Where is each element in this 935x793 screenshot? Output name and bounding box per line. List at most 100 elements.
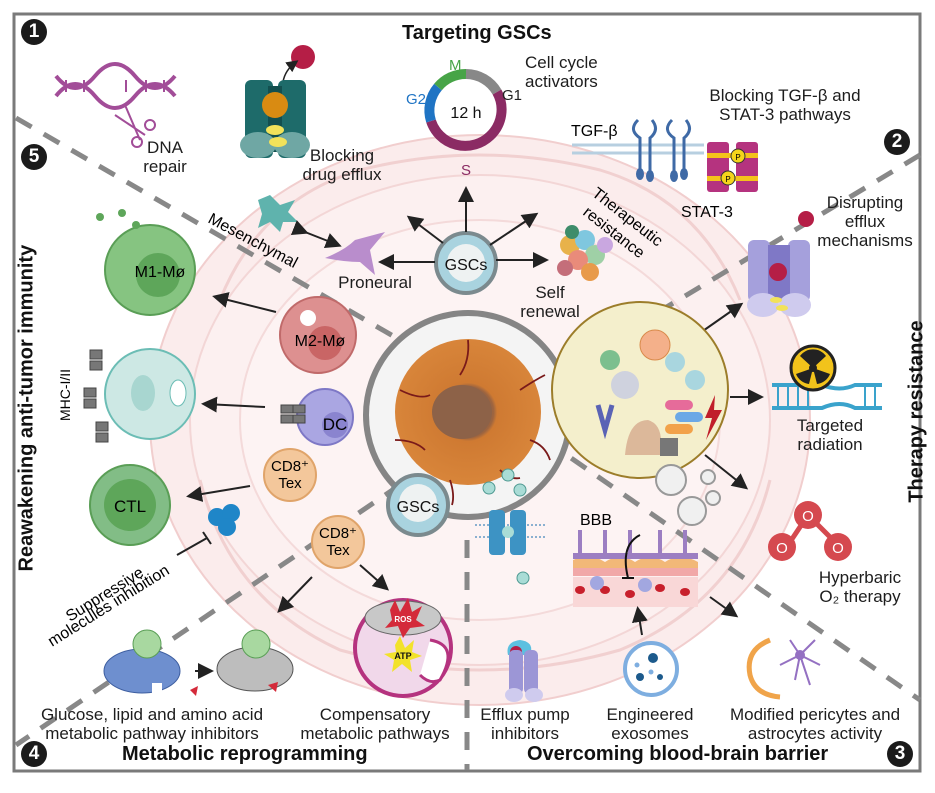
targeted-radiation-icon bbox=[772, 344, 882, 410]
dna-repair-line1: DNA bbox=[147, 138, 183, 157]
m2-macrophage-cell bbox=[279, 296, 357, 374]
nanoparticle-vesicles-icon bbox=[655, 464, 721, 526]
mesenchymal-proneural-arrow bbox=[290, 220, 342, 249]
mhc-antigen-presenting-cell bbox=[83, 348, 196, 443]
metabolic-inhibitors-label: Glucose, lipid and amino acid metabolic … bbox=[22, 705, 282, 743]
bbb-diagram bbox=[573, 530, 698, 607]
tex-upper-label: Tex bbox=[278, 475, 302, 492]
mhc-label: MHC-I/II bbox=[57, 369, 73, 421]
dna-repair-line2: repair bbox=[143, 157, 187, 176]
gscs-arrows bbox=[378, 186, 549, 270]
blocking-drug-efflux-line2: drug efflux bbox=[302, 165, 382, 184]
dna-repair-label: DNA repair bbox=[130, 138, 200, 176]
section-number-2: 2 bbox=[884, 129, 910, 155]
o-atom-2: O bbox=[776, 540, 788, 557]
oxygen-molecule-icon bbox=[768, 501, 852, 561]
o-atom-3: O bbox=[832, 540, 844, 557]
bbb-label: BBB bbox=[580, 512, 612, 529]
drug-efflux-pump-icon bbox=[240, 45, 315, 158]
disrupting-efflux-label: Disrupting efflux mechanisms bbox=[810, 193, 920, 250]
efflux-pump-line2: inhibitors bbox=[490, 724, 560, 743]
mito-atp-label: ATP bbox=[394, 651, 411, 661]
section-number-3: 3 bbox=[887, 741, 913, 767]
pericytes-line2: astrocytes activity bbox=[747, 724, 883, 743]
pericytes-line1: Modified pericytes and bbox=[729, 705, 901, 724]
phase-s: S bbox=[461, 162, 471, 179]
hyperbaric-line1: Hyperbaric bbox=[818, 568, 902, 587]
blocking-tgf-line1: Blocking TGF-β and bbox=[709, 86, 861, 105]
targeted-radiation-line2: radiation bbox=[797, 435, 863, 454]
blocking-tgf-stat3-label: Blocking TGF-β and STAT-3 pathways bbox=[700, 86, 870, 124]
enzyme-gray-icon bbox=[216, 629, 294, 692]
m2-label: M2-Mø bbox=[295, 333, 346, 350]
exosomes-line2: exosomes bbox=[611, 724, 689, 743]
arrow-cd8-to-metabolic-inhibitors bbox=[277, 576, 313, 613]
section-number-5: 5 bbox=[21, 144, 47, 170]
cd8-lower-label: CD8⁺ bbox=[319, 525, 357, 542]
phase-g2: G2 bbox=[406, 91, 426, 108]
therapy-options-circle bbox=[551, 301, 729, 479]
m1-macrophage-cell bbox=[96, 209, 196, 316]
section-number-4: 4 bbox=[21, 741, 47, 767]
tgf-beta-label: TGF-β bbox=[571, 123, 618, 140]
m1-label: M1-Mø bbox=[135, 264, 186, 281]
proneural-label: Proneural bbox=[338, 273, 412, 292]
disrupting-efflux-line2: efflux bbox=[844, 212, 886, 231]
ros-label: ROS bbox=[394, 615, 412, 624]
blocking-drug-efflux-line1: Blocking bbox=[309, 146, 375, 165]
metabolic-inhibitors-line1: Glucose, lipid and amino acid bbox=[40, 705, 264, 724]
ctl-cell bbox=[89, 464, 171, 546]
cell-cycle-line2: activators bbox=[525, 72, 598, 91]
targeted-radiation-line1: Targeted bbox=[796, 416, 864, 435]
scissors-icon bbox=[114, 104, 156, 148]
exosomes-line1: Engineered bbox=[606, 705, 694, 724]
purple-efflux-pump-icon bbox=[747, 211, 814, 317]
efflux-pump-inhibitors-label: Efflux pump inhibitors bbox=[475, 705, 575, 743]
tex-lower-label: Tex bbox=[326, 542, 350, 559]
gscs-cell-top bbox=[434, 231, 498, 295]
dc-label: DC bbox=[323, 415, 348, 434]
gscs-label-top: GSCs bbox=[445, 257, 488, 274]
stat3-p2: P bbox=[725, 175, 730, 184]
hyperbaric-label: Hyperbaric O₂ therapy bbox=[810, 568, 910, 606]
efflux-pump-inhibitor-icon bbox=[505, 650, 543, 702]
tgf-beta-receptor-icon bbox=[572, 118, 704, 182]
stat3-p1: P bbox=[735, 153, 740, 162]
cd8-tex-cell-upper bbox=[263, 448, 317, 502]
o-atom-1: O bbox=[802, 508, 814, 525]
modified-pericytes-label: Modified pericytes and astrocytes activi… bbox=[715, 705, 915, 743]
arrow-cd8-to-ctl bbox=[186, 485, 251, 502]
cd8-upper-label: CD8⁺ bbox=[271, 458, 309, 475]
engineered-exosome-icon bbox=[623, 641, 679, 697]
section-title-therapy-resistance: Therapy resistance bbox=[905, 320, 928, 503]
gscs-cell-lower bbox=[386, 473, 450, 537]
arrow-dc-to-apc bbox=[201, 396, 266, 413]
arrow-to-hyperbaric bbox=[704, 454, 749, 490]
self-renewal-line2: renewal bbox=[520, 302, 580, 321]
compensatory-line1: Compensatory bbox=[319, 705, 431, 724]
section-title-metabolic: Metabolic reprogramming bbox=[122, 743, 368, 765]
ctl-label: CTL bbox=[114, 497, 146, 516]
arrow-bbb-to-pericytes bbox=[709, 596, 739, 618]
cell-cycle-center: 12 h bbox=[450, 105, 481, 122]
stat3-label: STAT-3 bbox=[681, 204, 733, 221]
targeted-radiation-label: Targeted radiation bbox=[790, 416, 870, 454]
phase-g1: G1 bbox=[502, 87, 522, 104]
dna-helix-icon bbox=[54, 62, 177, 110]
cell-cycle-ring bbox=[424, 68, 507, 151]
engineered-exosomes-label: Engineered exosomes bbox=[600, 705, 700, 743]
blocking-drug-efflux-label: Blocking drug efflux bbox=[292, 146, 392, 184]
phase-m: M bbox=[449, 57, 462, 74]
disrupting-efflux-line3: mechanisms bbox=[817, 231, 913, 250]
self-renewal-label: Self renewal bbox=[515, 283, 585, 321]
cell-cycle-line1: Cell cycle bbox=[525, 53, 598, 72]
hyperbaric-line2: O₂ therapy bbox=[819, 587, 901, 606]
section-number-1: 1 bbox=[21, 19, 47, 45]
arrow-exosomes-to-bbb bbox=[631, 606, 648, 636]
compensatory-line2: metabolic pathways bbox=[300, 724, 450, 743]
mitochondria-compensatory-icon bbox=[353, 598, 453, 698]
membrane-channel-icon bbox=[475, 468, 545, 658]
mesenchymal-cell-icon bbox=[258, 195, 298, 232]
section-title-immunity: Reawakening anti-tumor immunity bbox=[15, 244, 38, 572]
